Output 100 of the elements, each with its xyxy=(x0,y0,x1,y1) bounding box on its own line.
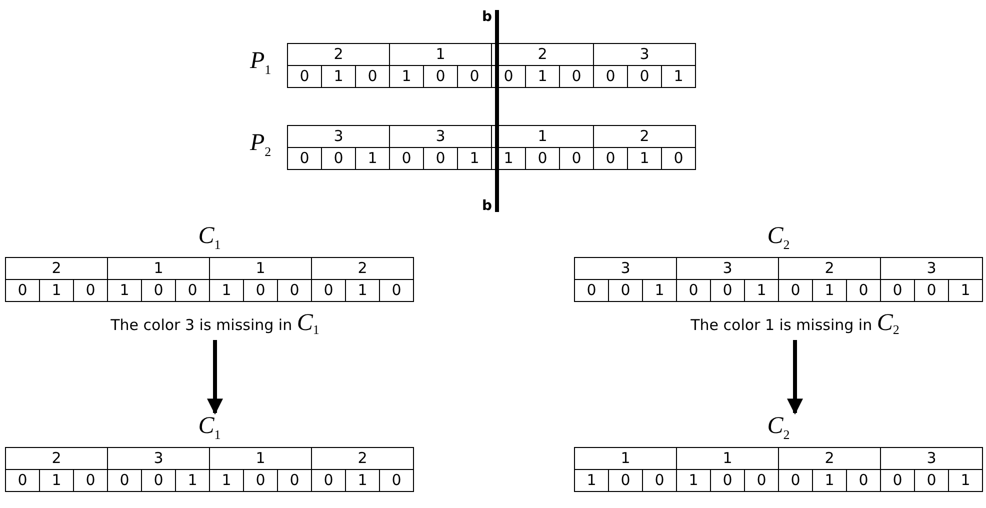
chromosome-label: C$_{2}$ xyxy=(767,224,790,254)
color-cell: 3 xyxy=(390,126,492,148)
bit-cell: 1 xyxy=(210,279,244,302)
chromosome-label: C$_{2}$ xyxy=(767,414,790,444)
bit-cell: 0 xyxy=(424,148,458,170)
color-cell: 1 xyxy=(108,257,210,280)
bit-cell: 0 xyxy=(380,279,414,302)
bit-cell: 0 xyxy=(710,279,744,302)
bit-cell: 1 xyxy=(210,469,244,492)
bit-cell: 0 xyxy=(244,279,278,302)
arrow xyxy=(787,340,803,415)
color-cell: 2 xyxy=(778,257,880,280)
bit-cell: 0 xyxy=(560,66,594,88)
bit-cell: 0 xyxy=(492,66,526,88)
color-cell: 3 xyxy=(594,44,696,66)
bit-cell: 1 xyxy=(40,469,74,492)
cut-point-label: b xyxy=(482,9,492,25)
bit-cell: 0 xyxy=(176,279,210,302)
bit-cell: 1 xyxy=(346,469,380,492)
bit-cell: 0 xyxy=(278,279,312,302)
chromosome-label: P$_{2}$ xyxy=(250,131,272,161)
bit-cell: 0 xyxy=(390,148,424,170)
bit-cell: 0 xyxy=(142,279,176,302)
chromosome-label: P$_{1}$ xyxy=(250,49,272,79)
bit-cell: 0 xyxy=(662,148,696,170)
bit-cell: 1 xyxy=(812,469,846,492)
bit-cell: 1 xyxy=(744,279,778,302)
bit-cell: 0 xyxy=(356,66,390,88)
bit-cell: 0 xyxy=(74,469,108,492)
bit-cell: 1 xyxy=(492,148,526,170)
bit-cell: 1 xyxy=(948,469,982,492)
note-text: The color 3 is missing in C$_{1}$ xyxy=(110,310,320,338)
bit-cell: 0 xyxy=(744,469,778,492)
bit-cell: 0 xyxy=(846,279,880,302)
color-cell: 2 xyxy=(6,257,108,280)
bit-cell: 0 xyxy=(74,279,108,302)
bit-cell: 1 xyxy=(458,148,492,170)
bit-cell: 0 xyxy=(594,66,628,88)
chromosome-label: C$_{1}$ xyxy=(198,414,221,444)
bit-cell: 0 xyxy=(312,469,346,492)
color-cell: 3 xyxy=(880,447,982,470)
color-cell: 2 xyxy=(312,257,414,280)
bit-cell: 0 xyxy=(710,469,744,492)
bit-cell: 0 xyxy=(6,469,40,492)
bit-cell: 0 xyxy=(574,279,608,302)
bit-cell: 0 xyxy=(312,279,346,302)
note-text: The color 1 is missing in C$_{2}$ xyxy=(690,310,900,338)
color-cell: 3 xyxy=(880,257,982,280)
color-cell: 1 xyxy=(210,447,312,470)
bit-cell: 0 xyxy=(642,469,676,492)
color-cell: 1 xyxy=(676,447,778,470)
bit-cell: 0 xyxy=(560,148,594,170)
bit-cell: 1 xyxy=(948,279,982,302)
bit-cell: 1 xyxy=(642,279,676,302)
bit-cell: 0 xyxy=(6,279,40,302)
bit-cell: 0 xyxy=(880,279,914,302)
bit-cell: 0 xyxy=(424,66,458,88)
bit-cell: 1 xyxy=(812,279,846,302)
bit-cell: 0 xyxy=(628,66,662,88)
bit-cell: 0 xyxy=(914,469,948,492)
chromosome-label: C$_{1}$ xyxy=(198,224,221,254)
color-cell: 2 xyxy=(778,447,880,470)
color-cell: 1 xyxy=(492,126,594,148)
bit-cell: 0 xyxy=(846,469,880,492)
bit-cell: 0 xyxy=(880,469,914,492)
color-cell: 1 xyxy=(390,44,492,66)
bit-cell: 0 xyxy=(322,148,356,170)
bit-cell: 1 xyxy=(356,148,390,170)
color-cell: 2 xyxy=(492,44,594,66)
bit-cell: 0 xyxy=(594,148,628,170)
color-cell: 1 xyxy=(574,447,676,470)
color-cell: 3 xyxy=(288,126,390,148)
color-cell: 1 xyxy=(210,257,312,280)
bit-cell: 0 xyxy=(142,469,176,492)
bit-cell: 0 xyxy=(458,66,492,88)
bit-cell: 0 xyxy=(244,469,278,492)
color-cell: 2 xyxy=(312,447,414,470)
bit-cell: 1 xyxy=(676,469,710,492)
bit-cell: 0 xyxy=(608,469,642,492)
bit-cell: 0 xyxy=(778,279,812,302)
bit-cell: 0 xyxy=(288,66,322,88)
color-cell: 3 xyxy=(108,447,210,470)
bit-cell: 0 xyxy=(914,279,948,302)
bit-cell: 1 xyxy=(40,279,74,302)
bit-cell: 0 xyxy=(278,469,312,492)
bit-cell: 0 xyxy=(676,279,710,302)
color-cell: 3 xyxy=(676,257,778,280)
bit-cell: 1 xyxy=(176,469,210,492)
bit-cell: 1 xyxy=(390,66,424,88)
color-cell: 2 xyxy=(594,126,696,148)
bit-cell: 1 xyxy=(662,66,696,88)
bit-cell: 0 xyxy=(778,469,812,492)
bit-cell: 1 xyxy=(574,469,608,492)
bit-cell: 1 xyxy=(526,66,560,88)
bit-cell: 0 xyxy=(526,148,560,170)
color-cell: 2 xyxy=(288,44,390,66)
bit-cell: 0 xyxy=(608,279,642,302)
bit-cell: 1 xyxy=(108,279,142,302)
bit-cell: 0 xyxy=(288,148,322,170)
bit-cell: 1 xyxy=(322,66,356,88)
